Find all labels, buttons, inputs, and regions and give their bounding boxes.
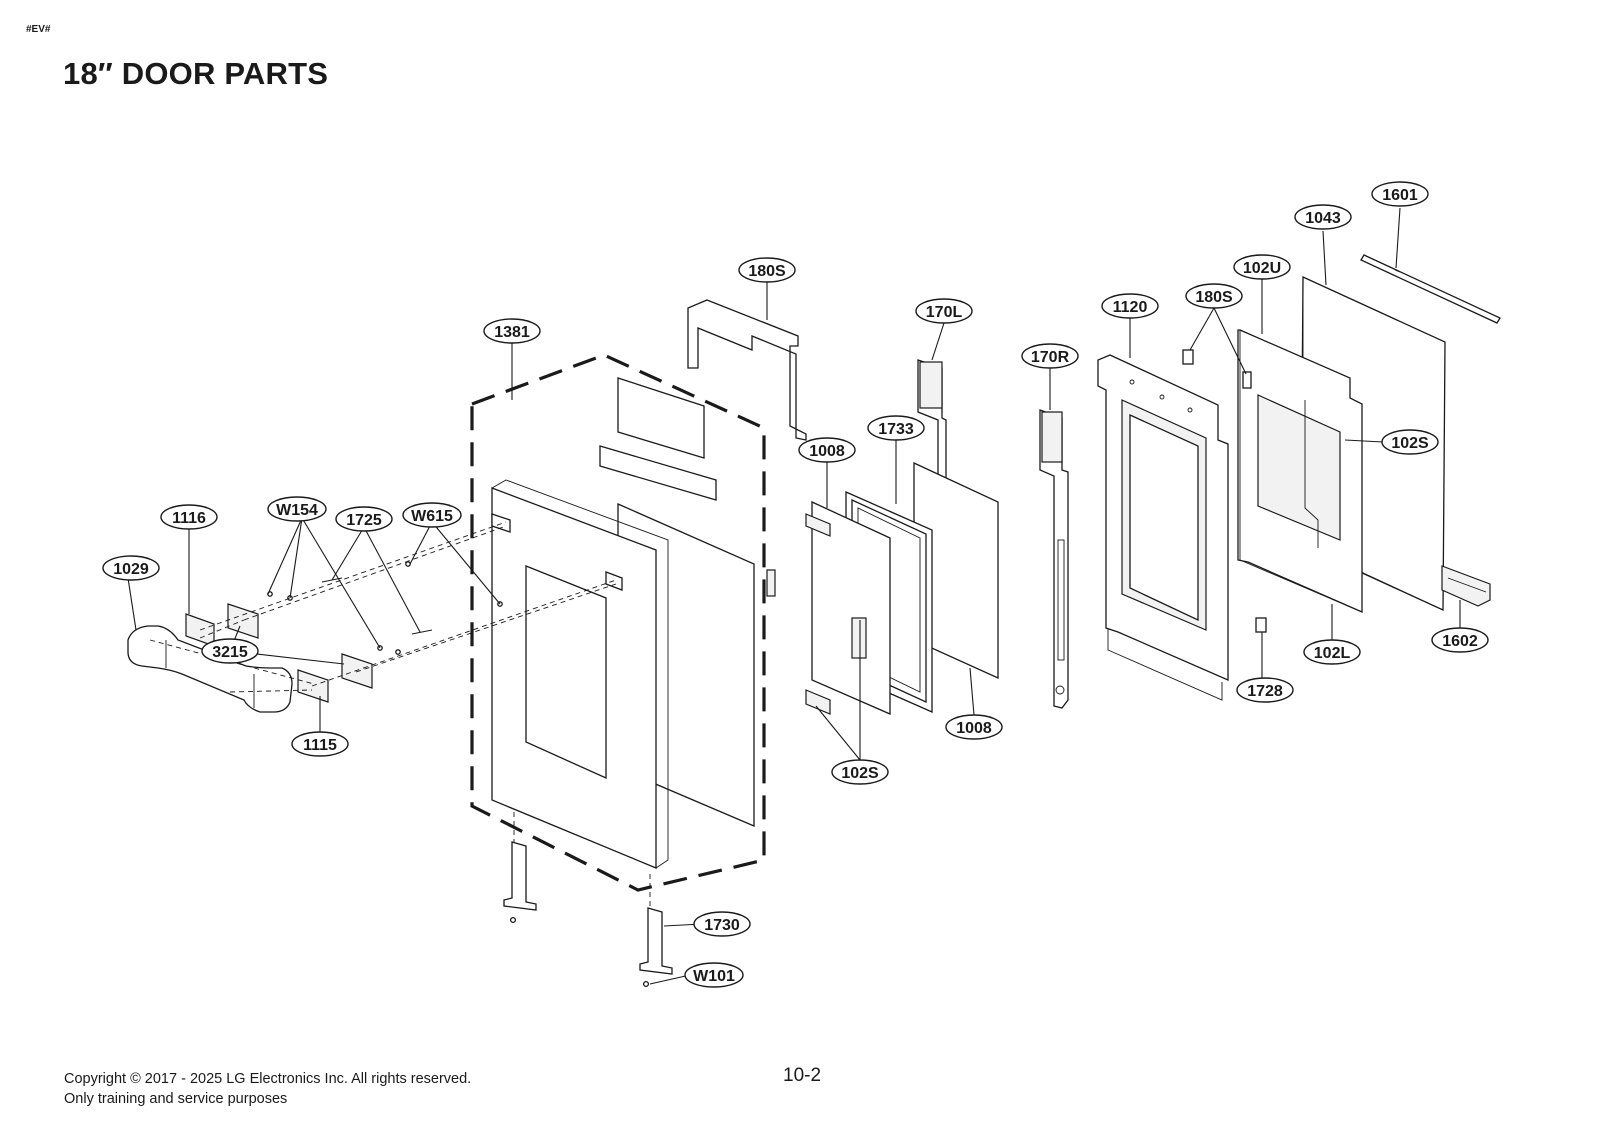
svg-text:1728: 1728 <box>1247 683 1283 700</box>
svg-text:1381: 1381 <box>494 324 530 341</box>
svg-text:170L: 170L <box>926 304 963 321</box>
outline-1381 <box>470 353 766 892</box>
svg-text:170R: 170R <box>1031 349 1070 366</box>
purpose-text: Only training and service purposes <box>64 1091 288 1107</box>
callout-1115: 1115 <box>291 731 349 757</box>
part-1730-hinge-brackets <box>503 812 673 975</box>
callout-1601: 1601 <box>1371 181 1429 207</box>
part-1008-glass-left <box>811 500 891 715</box>
svg-text:1008: 1008 <box>809 443 845 460</box>
callout-102L: 102L <box>1303 639 1361 665</box>
callout-170L: 170L <box>915 298 973 324</box>
leader-lines <box>127 207 1461 985</box>
svg-text:1602: 1602 <box>1442 633 1478 650</box>
svg-text:102S: 102S <box>841 765 879 782</box>
svg-text:1730: 1730 <box>704 917 740 934</box>
callout-1602: 1602 <box>1431 627 1489 653</box>
svg-text:180S: 180S <box>1195 289 1233 306</box>
callout-1725: 1725 <box>335 506 393 532</box>
svg-text:102U: 102U <box>1243 260 1281 277</box>
part-W101-screws <box>509 916 650 988</box>
callout-102S-left: 102S <box>831 759 889 785</box>
part-1602-rail <box>1441 565 1491 607</box>
svg-text:1725: 1725 <box>346 512 382 529</box>
svg-text:180S: 180S <box>748 263 786 280</box>
document-tag: #EV# <box>26 24 51 35</box>
callout-1043: 1043 <box>1294 204 1352 230</box>
callout-1008-left: 1008 <box>798 437 856 463</box>
part-170L-hinge <box>917 359 947 481</box>
svg-text:102S: 102S <box>1391 435 1429 452</box>
part-1601-strip <box>1360 254 1501 324</box>
callout-1008-right: 1008 <box>945 714 1003 740</box>
svg-text:1120: 1120 <box>1113 299 1148 316</box>
part-170R-hinge <box>1039 409 1069 709</box>
part-1120-inner-frame <box>1097 354 1229 701</box>
part-180S-bracket-right <box>1182 349 1252 389</box>
svg-text:W154: W154 <box>276 502 318 519</box>
callout-3215: 3215 <box>201 638 259 664</box>
callout-1381: 1381 <box>483 318 541 344</box>
svg-text:W101: W101 <box>693 968 735 985</box>
svg-text:1043: 1043 <box>1305 210 1341 227</box>
part-102-frame <box>1237 329 1363 613</box>
page-title: 18″ DOOR PARTS <box>63 56 329 91</box>
callout-W154: W154 <box>267 496 327 522</box>
callout-170R: 170R <box>1021 343 1079 369</box>
callout-W615: W615 <box>402 502 462 528</box>
footer-copyright: Copyright © 2017 - 2025 LG Electronics I… <box>64 1069 471 1109</box>
page-number: 10-2 <box>783 1065 822 1086</box>
svg-text:3215: 3215 <box>212 644 248 661</box>
svg-text:1733: 1733 <box>878 421 914 438</box>
callout-1733: 1733 <box>867 415 925 441</box>
part-180S-bracket-top <box>687 299 807 441</box>
svg-text:1115: 1115 <box>303 737 337 754</box>
callout-102S-right: 102S <box>1381 429 1439 455</box>
part-1029-handle <box>127 625 293 713</box>
part-door-assembly <box>491 377 776 869</box>
callout-102U: 102U <box>1233 254 1291 280</box>
part-102S-clips <box>805 513 831 715</box>
callout-180S-right: 180S <box>1185 283 1243 309</box>
callout-1116: 1116 <box>160 504 218 530</box>
callout-W101: W101 <box>684 962 744 988</box>
callout-1029: 1029 <box>102 555 160 581</box>
copyright-text: Copyright © 2017 - 2025 LG Electronics I… <box>64 1071 472 1087</box>
svg-text:1601: 1601 <box>1382 187 1418 204</box>
svg-text:1029: 1029 <box>113 561 149 578</box>
svg-text:1008: 1008 <box>956 720 992 737</box>
svg-text:102L: 102L <box>1314 645 1351 662</box>
callout-1120: 1120 <box>1101 293 1159 319</box>
callout-180S-top: 180S <box>738 257 796 283</box>
part-1728-clip <box>1255 617 1267 633</box>
svg-text:1116: 1116 <box>172 510 206 527</box>
callout-1728: 1728 <box>1236 677 1294 703</box>
svg-text:W615: W615 <box>411 508 453 525</box>
part-1116-mounts <box>185 603 373 703</box>
callout-1730: 1730 <box>693 911 751 937</box>
